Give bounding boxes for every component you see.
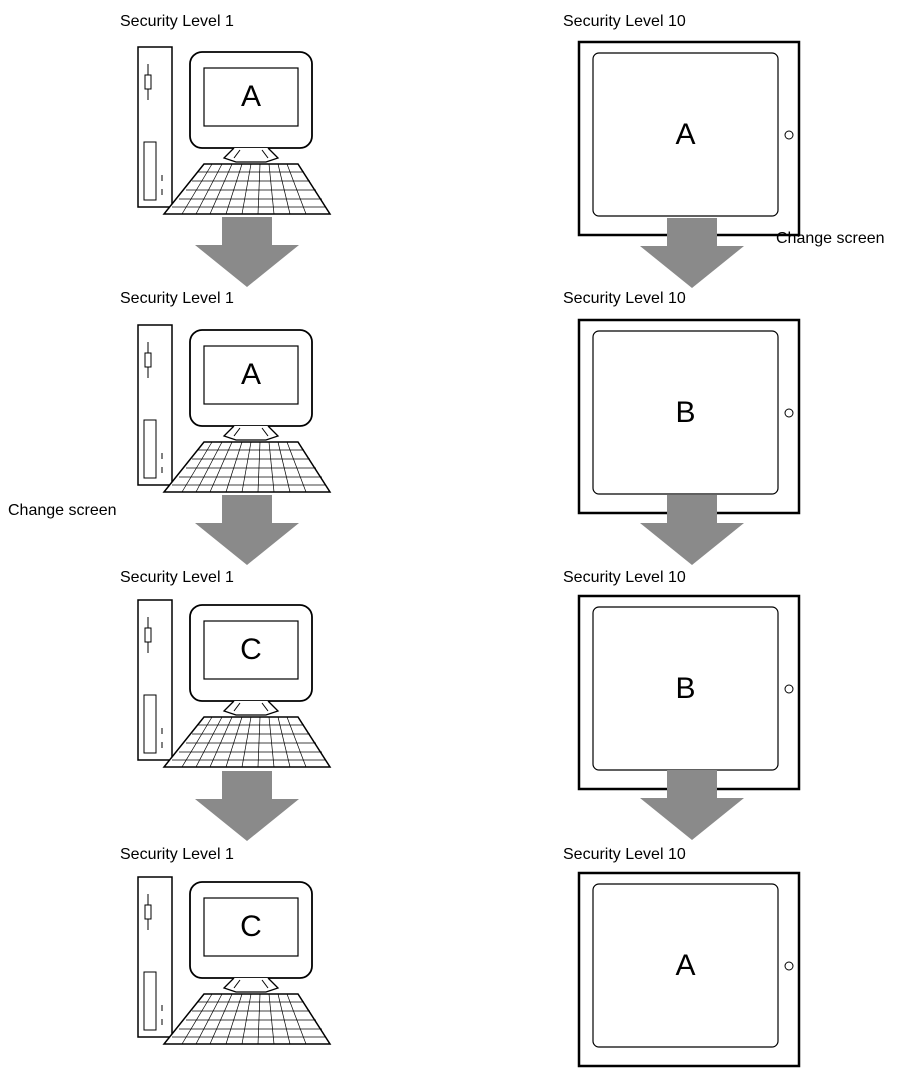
change-screen-note-right: Change screen	[776, 230, 885, 247]
computer-icon-left-4: C	[126, 872, 331, 1072]
down-arrow-icon-left-1	[195, 217, 299, 287]
security-level-label-right-2: Security Level 10	[563, 290, 686, 307]
security-level-label-left-2: Security Level 1	[120, 290, 234, 307]
security-level-label-left-4: Security Level 1	[120, 846, 234, 863]
screen-id-right-1: A	[675, 117, 696, 151]
touch-panel-icon-right-2: B	[577, 318, 801, 515]
screen-id-right-4: A	[675, 948, 696, 982]
computer-icon-left-1: A	[126, 42, 331, 242]
down-arrow-icon-left-3	[195, 771, 299, 841]
down-arrow-icon-left-2	[195, 495, 299, 565]
security-level-label-right-1: Security Level 10	[563, 13, 686, 30]
screen-id-left-4: C	[240, 910, 262, 943]
computer-icon-left-3: C	[126, 595, 331, 795]
change-screen-note-left: Change screen	[8, 502, 117, 519]
screen-id-right-2: B	[675, 395, 696, 429]
screen-id-left-2: A	[240, 358, 261, 391]
touch-panel-icon-right-3: B	[577, 594, 801, 791]
screen-id-left-1: A	[240, 80, 261, 113]
down-arrow-icon-right-1	[640, 218, 744, 288]
down-arrow-icon-right-3	[640, 770, 744, 840]
down-arrow-icon-right-2	[640, 495, 744, 565]
security-level-label-right-3: Security Level 10	[563, 569, 686, 586]
touch-panel-icon-right-1: A	[577, 40, 801, 237]
computer-icon-left-2: A	[126, 320, 331, 520]
screen-id-right-3: B	[675, 671, 696, 705]
screen-id-left-3: C	[240, 633, 262, 666]
security-level-label-left-3: Security Level 1	[120, 569, 234, 586]
security-level-label-left-1: Security Level 1	[120, 13, 234, 30]
touch-panel-icon-right-4: A	[577, 871, 801, 1068]
security-level-label-right-4: Security Level 10	[563, 846, 686, 863]
